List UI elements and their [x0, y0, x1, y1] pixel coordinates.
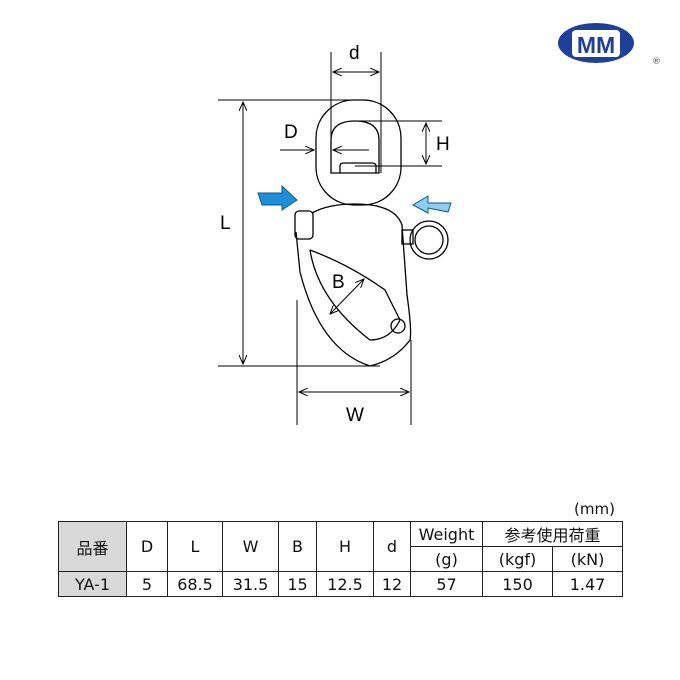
header-H: H — [316, 521, 374, 572]
header-B: B — [278, 521, 317, 572]
label-D: D — [284, 122, 298, 143]
cell-kn: 1.47 — [552, 571, 623, 597]
header-weight: Weight — [410, 521, 483, 547]
cell-kgf: 150 — [482, 571, 553, 597]
svg-text:MM: MM — [577, 32, 615, 58]
header-kn: (kN) — [552, 546, 623, 572]
cell-weight: 57 — [410, 571, 483, 597]
label-B: B — [332, 272, 345, 293]
header-weight-unit: (g) — [410, 546, 483, 572]
logo: MM ® — [558, 23, 661, 67]
header-d: d — [373, 521, 411, 572]
label-W: W — [346, 405, 364, 426]
header-kgf: (kgf) — [482, 546, 553, 572]
header-L: L — [167, 521, 223, 572]
spec-table: 品番 D L W B H d Weight 参考使用荷重 (g) (kgf) (… — [58, 521, 623, 597]
cell-H: 12.5 — [316, 571, 374, 597]
cell-B: 15 — [278, 571, 317, 597]
label-H: H — [436, 134, 450, 155]
cell-L: 68.5 — [167, 571, 223, 597]
dimension-lines — [218, 52, 442, 425]
label-d: d — [349, 43, 360, 64]
header-W: W — [222, 521, 279, 572]
label-L: L — [220, 213, 231, 234]
cell-W: 31.5 — [222, 571, 279, 597]
cell-d: 12 — [373, 571, 411, 597]
shackle-outline — [294, 99, 449, 367]
table-row: YA-1 5 68.5 31.5 15 12.5 12 57 150 1.47 — [58, 571, 623, 597]
header-part-no: 品番 — [58, 521, 127, 572]
unit-label: (mm) — [574, 500, 615, 518]
cell-part-no: YA-1 — [58, 571, 127, 597]
header-D: D — [126, 521, 168, 572]
svg-text:®: ® — [652, 57, 661, 67]
rotation-arrow-right-icon — [411, 195, 452, 214]
rotation-arrow-left-icon — [257, 184, 298, 211]
header-load: 参考使用荷重 — [482, 521, 623, 547]
cell-D: 5 — [126, 571, 168, 597]
